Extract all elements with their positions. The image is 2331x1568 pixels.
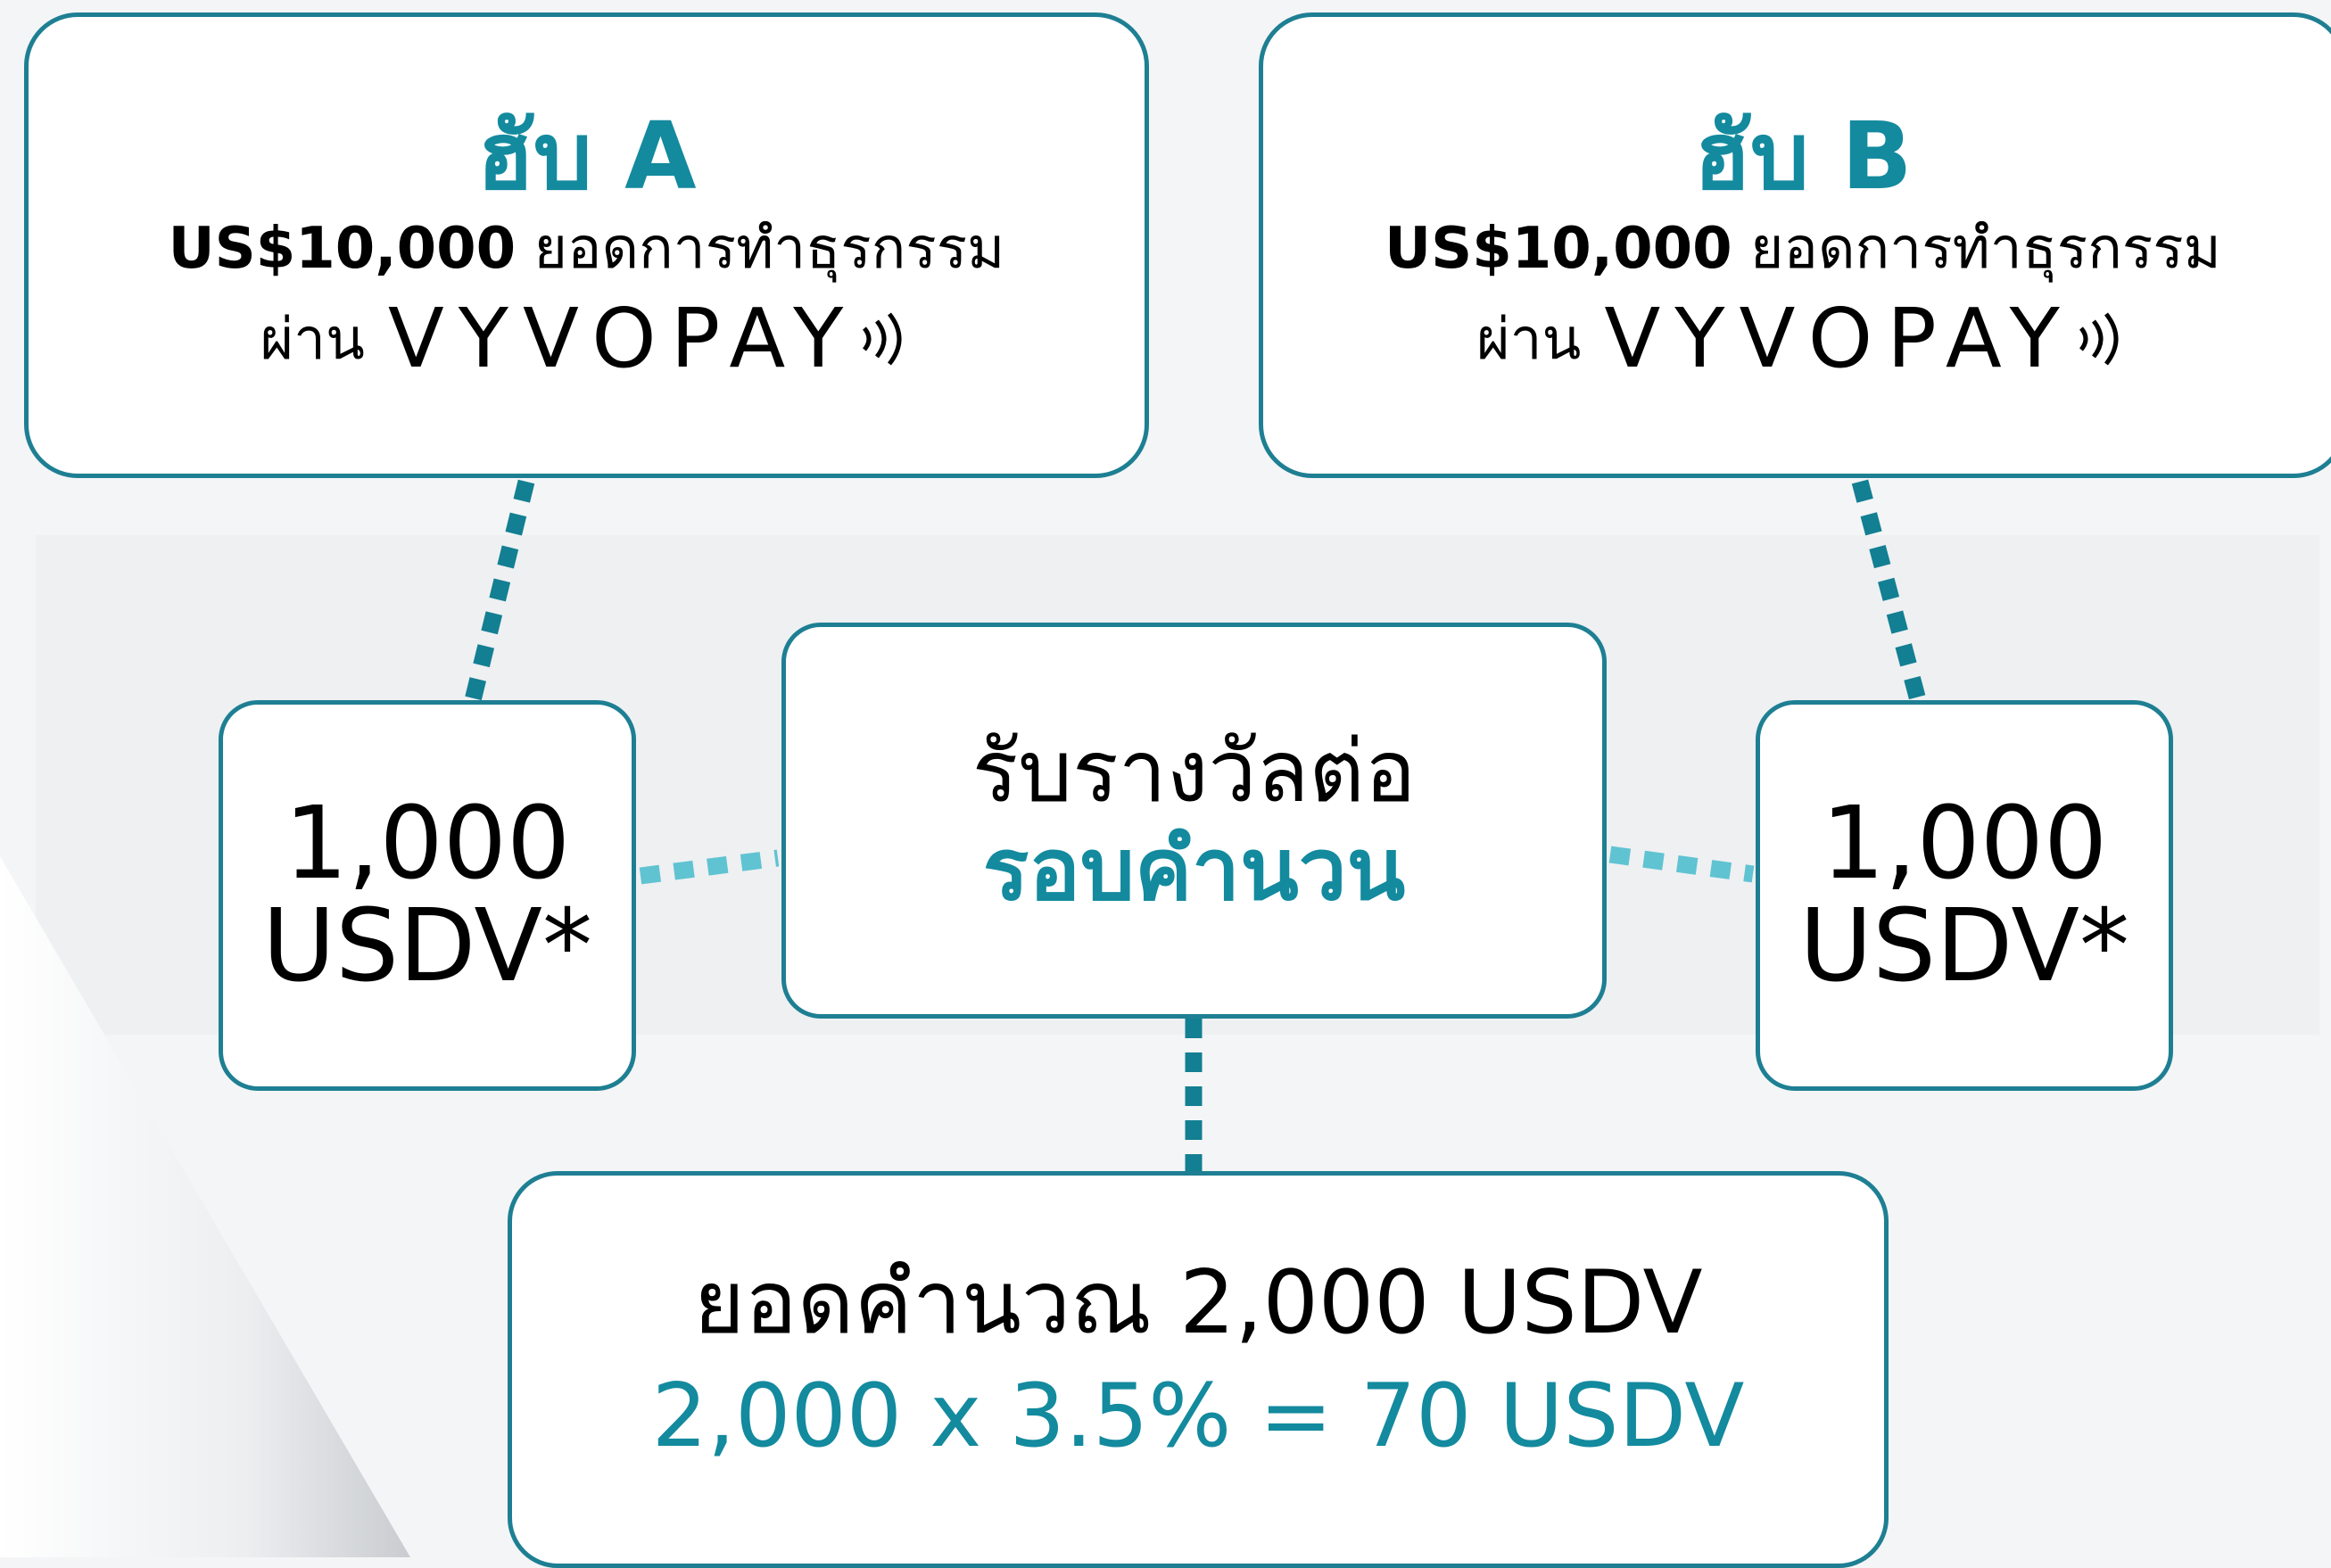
hub-b-volume-label: ยอดการทำธุรกรรม — [1732, 216, 2221, 283]
center-box: รับรางวัลต่อ รอบคำนวน — [781, 623, 1607, 1019]
result-formula: 2,000 x 3.5% = 70 USDV — [651, 1366, 1745, 1468]
hub-b-title: ฮับ B — [1693, 101, 1913, 210]
contactless-waves-icon — [863, 312, 902, 366]
left-reward-unit: USDV* — [262, 888, 592, 1004]
vyvopay-logo: VYVOPAY — [388, 291, 913, 386]
connector-left-reward-to-center — [639, 849, 780, 885]
hub-a-volume: US$10,000 ยอดการทำธุรกรรม — [169, 208, 1005, 291]
hub-a-volume-label: ยอดการทำธุรกรรม — [516, 216, 1005, 283]
hub-a-card: ฮับ A US$10,000 ยอดการทำธุรกรรม ผ่าน VYV… — [24, 12, 1149, 478]
right-reward-amount: 1,000 — [1821, 785, 2108, 902]
result-total: ยอดคำนวณ 2,000 USDV — [693, 1252, 1703, 1354]
hub-a-amount: US$10,000 — [168, 216, 517, 283]
right-reward-unit: USDV* — [1799, 888, 2129, 1004]
connector-hub-a-to-left-reward — [464, 479, 535, 703]
vyvopay-logo: VYVOPAY — [1604, 291, 2128, 386]
contactless-waves-icon — [2079, 312, 2119, 366]
connector-lines — [464, 479, 1927, 1171]
result-box: ยอดคำนวณ 2,000 USDV 2,000 x 3.5% = 70 US… — [508, 1171, 1889, 1568]
connector-center-to-right-reward — [1608, 846, 1755, 883]
center-highlight: รอบคำนวน — [982, 820, 1406, 920]
hub-a-via-row: ผ่าน VYVOPAY — [260, 291, 913, 386]
right-reward-box: 1,000 USDV* — [1756, 700, 2173, 1091]
brand-name: VYVOPAY — [1604, 291, 2074, 387]
hub-b-via-row: ผ่าน VYVOPAY — [1476, 291, 2129, 386]
hub-b-card: ฮับ B US$10,000 ยอดการทำธุรกรรม ผ่าน VYV… — [1259, 12, 2331, 478]
center-label: รับรางวัลต่อ — [971, 721, 1417, 821]
brand-name: VYVOPAY — [387, 291, 858, 387]
page-curl-shape — [0, 856, 410, 1557]
hub-a-title: ฮับ A — [476, 101, 697, 210]
hub-b-via-label: ผ่าน — [1476, 306, 1582, 373]
hub-b-amount: US$10,000 — [1385, 216, 1732, 283]
connector-hub-b-to-right-reward — [1851, 479, 1927, 703]
hub-b-volume: US$10,000 ยอดการทำธุรกรรม — [1385, 208, 2221, 291]
left-reward-amount: 1,000 — [284, 785, 571, 902]
left-reward-box: 1,000 USDV* — [219, 700, 636, 1091]
hub-a-via-label: ผ่าน — [260, 306, 365, 373]
